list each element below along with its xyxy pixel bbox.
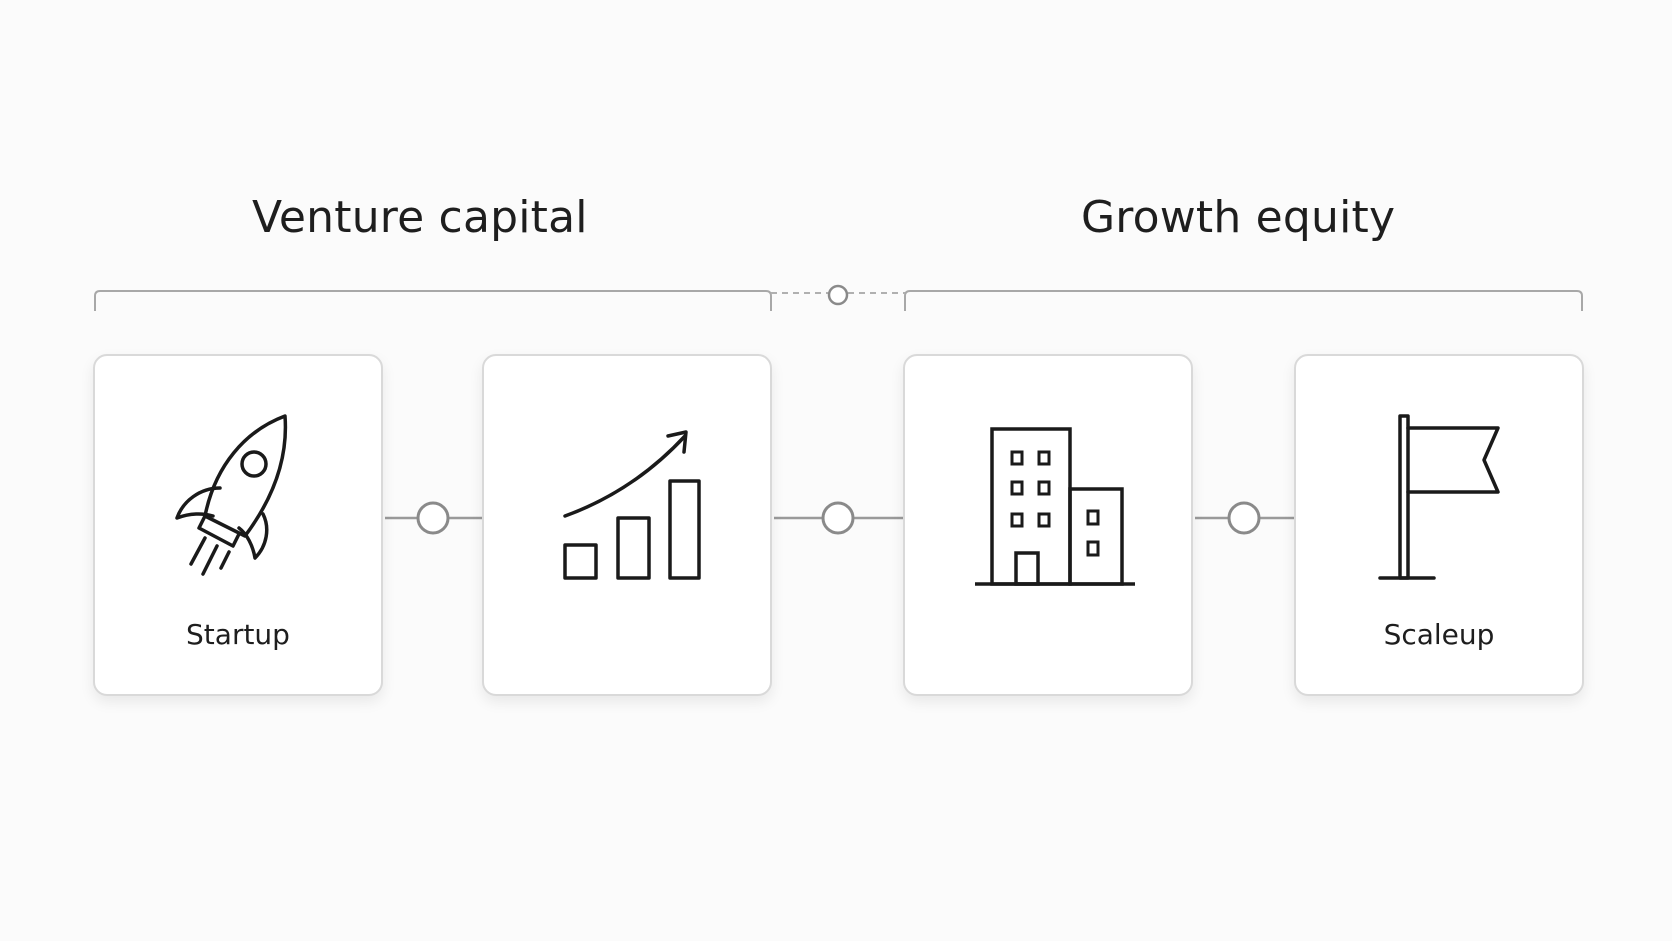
growth-chart-icon: [563, 430, 701, 580]
bracket-growth-equity: [904, 290, 1583, 311]
office-building-icon: [975, 427, 1135, 586]
bracket-junction-node: [827, 284, 849, 306]
connector-node-1-2: [416, 501, 450, 535]
stage-card-building: [903, 354, 1193, 696]
phase-title-venture-capital: Venture capital: [252, 192, 588, 243]
bracket-venture-capital: [94, 290, 772, 311]
stage-card-startup: Startup: [93, 354, 383, 696]
flag-icon: [1378, 414, 1500, 580]
connector-node-3-4: [1227, 501, 1261, 535]
rocket-icon: [175, 414, 288, 576]
stage-label-startup: Startup: [186, 618, 290, 651]
phase-title-growth-equity: Growth equity: [1081, 192, 1396, 243]
connector-node-2-3: [821, 501, 855, 535]
stage-label-scaleup: Scaleup: [1383, 618, 1495, 651]
stage-card-scaleup: Scaleup: [1294, 354, 1584, 696]
stage-card-growth: [482, 354, 772, 696]
